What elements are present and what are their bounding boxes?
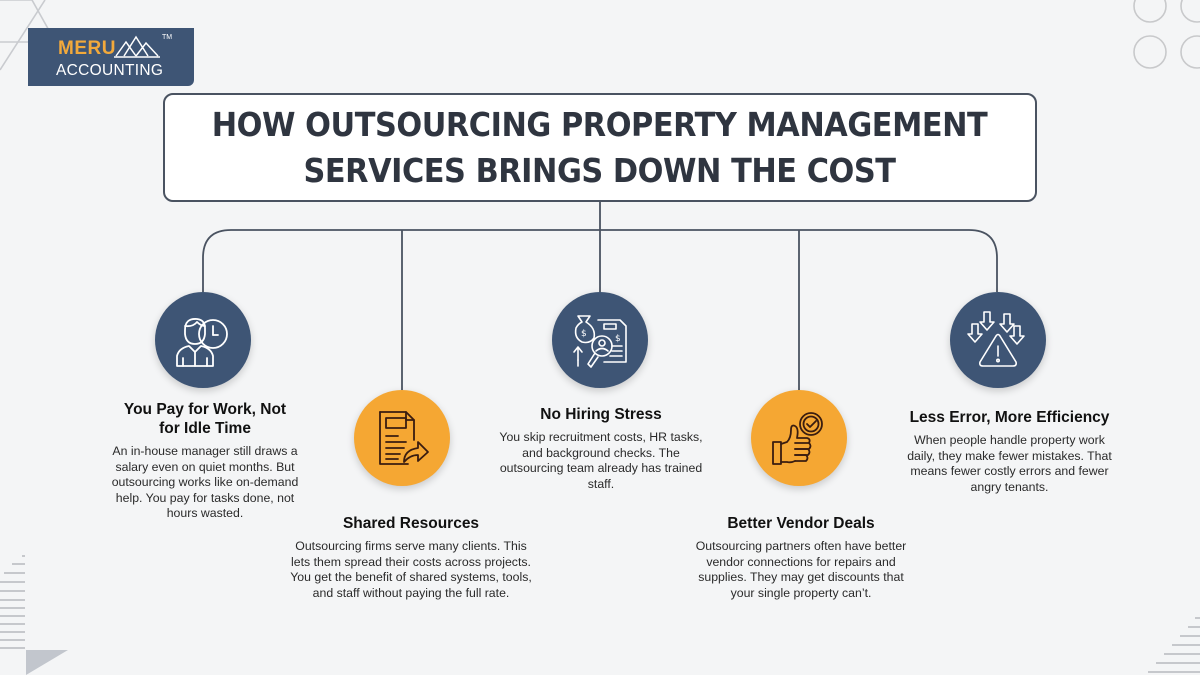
item-4-text: Better Vendor Deals Outsourcing partners… <box>695 514 907 601</box>
item-2-text: Shared Resources Outsourcing firms serve… <box>287 514 535 601</box>
item-1-body: An in-house manager still draws a salary… <box>111 444 299 521</box>
logo-text-meru: MERU <box>58 38 116 59</box>
thumbs-up-check-icon <box>772 412 823 465</box>
warning-arrows-icon <box>967 311 1025 367</box>
item-5-body: When people handle property work daily, … <box>907 433 1112 494</box>
person-clock-icon <box>176 318 228 367</box>
title-line-2: SERVICES BRINGS DOWN THE COST <box>303 150 897 190</box>
logo-text-accounting: ACCOUNTING <box>56 62 164 79</box>
item-5-text: Less Error, More Efficiency When people … <box>892 408 1127 495</box>
logo-trademark: TM <box>162 34 173 41</box>
item-3-text: No Hiring Stress You skip recruitment co… <box>495 405 707 492</box>
item-3-circle: $ $ <box>552 292 648 388</box>
decorative-stripes-right <box>1148 617 1200 673</box>
document-share-icon <box>379 411 429 465</box>
title-line-1: HOW OUTSOURCING PROPERTY MANAGEMENT <box>212 104 988 144</box>
money-recruitment-icon: $ $ <box>573 315 627 368</box>
page-title: HOW OUTSOURCING PROPERTY MANAGEMENT SERV… <box>212 102 988 194</box>
decorative-stripes-left <box>0 555 68 675</box>
item-3-title: No Hiring Stress <box>540 406 662 423</box>
item-1-title-line-1: You Pay for Work, Not <box>123 401 287 418</box>
item-4-title: Better Vendor Deals <box>727 515 875 532</box>
item-1-title: You Pay for Work, Not for Idle Time <box>95 400 315 438</box>
item-1-text: You Pay for Work, Not for Idle Time An i… <box>95 400 315 522</box>
item-2-title: Shared Resources <box>342 515 480 532</box>
item-2-circle <box>354 390 450 486</box>
item-4-body: Outsourcing partners often have better v… <box>695 539 907 600</box>
item-4-circle <box>751 390 847 486</box>
brand-logo: MERU TM ACCOUNTING <box>28 28 194 86</box>
item-2-body: Outsourcing firms serve many clients. Th… <box>290 539 532 600</box>
decorative-circles <box>1133 0 1200 69</box>
item-3-body: You skip recruitment costs, HR tasks, an… <box>499 430 703 491</box>
svg-text:$: $ <box>581 329 587 339</box>
item-1-circle <box>155 292 251 388</box>
item-5-title: Less Error, More Efficiency <box>909 409 1110 426</box>
item-1-title-line-2: for Idle Time <box>159 420 251 437</box>
title-box: HOW OUTSOURCING PROPERTY MANAGEMENT SERV… <box>163 93 1037 202</box>
mountain-icon <box>114 35 160 58</box>
svg-text:$: $ <box>615 334 621 344</box>
item-5-circle <box>950 292 1046 388</box>
